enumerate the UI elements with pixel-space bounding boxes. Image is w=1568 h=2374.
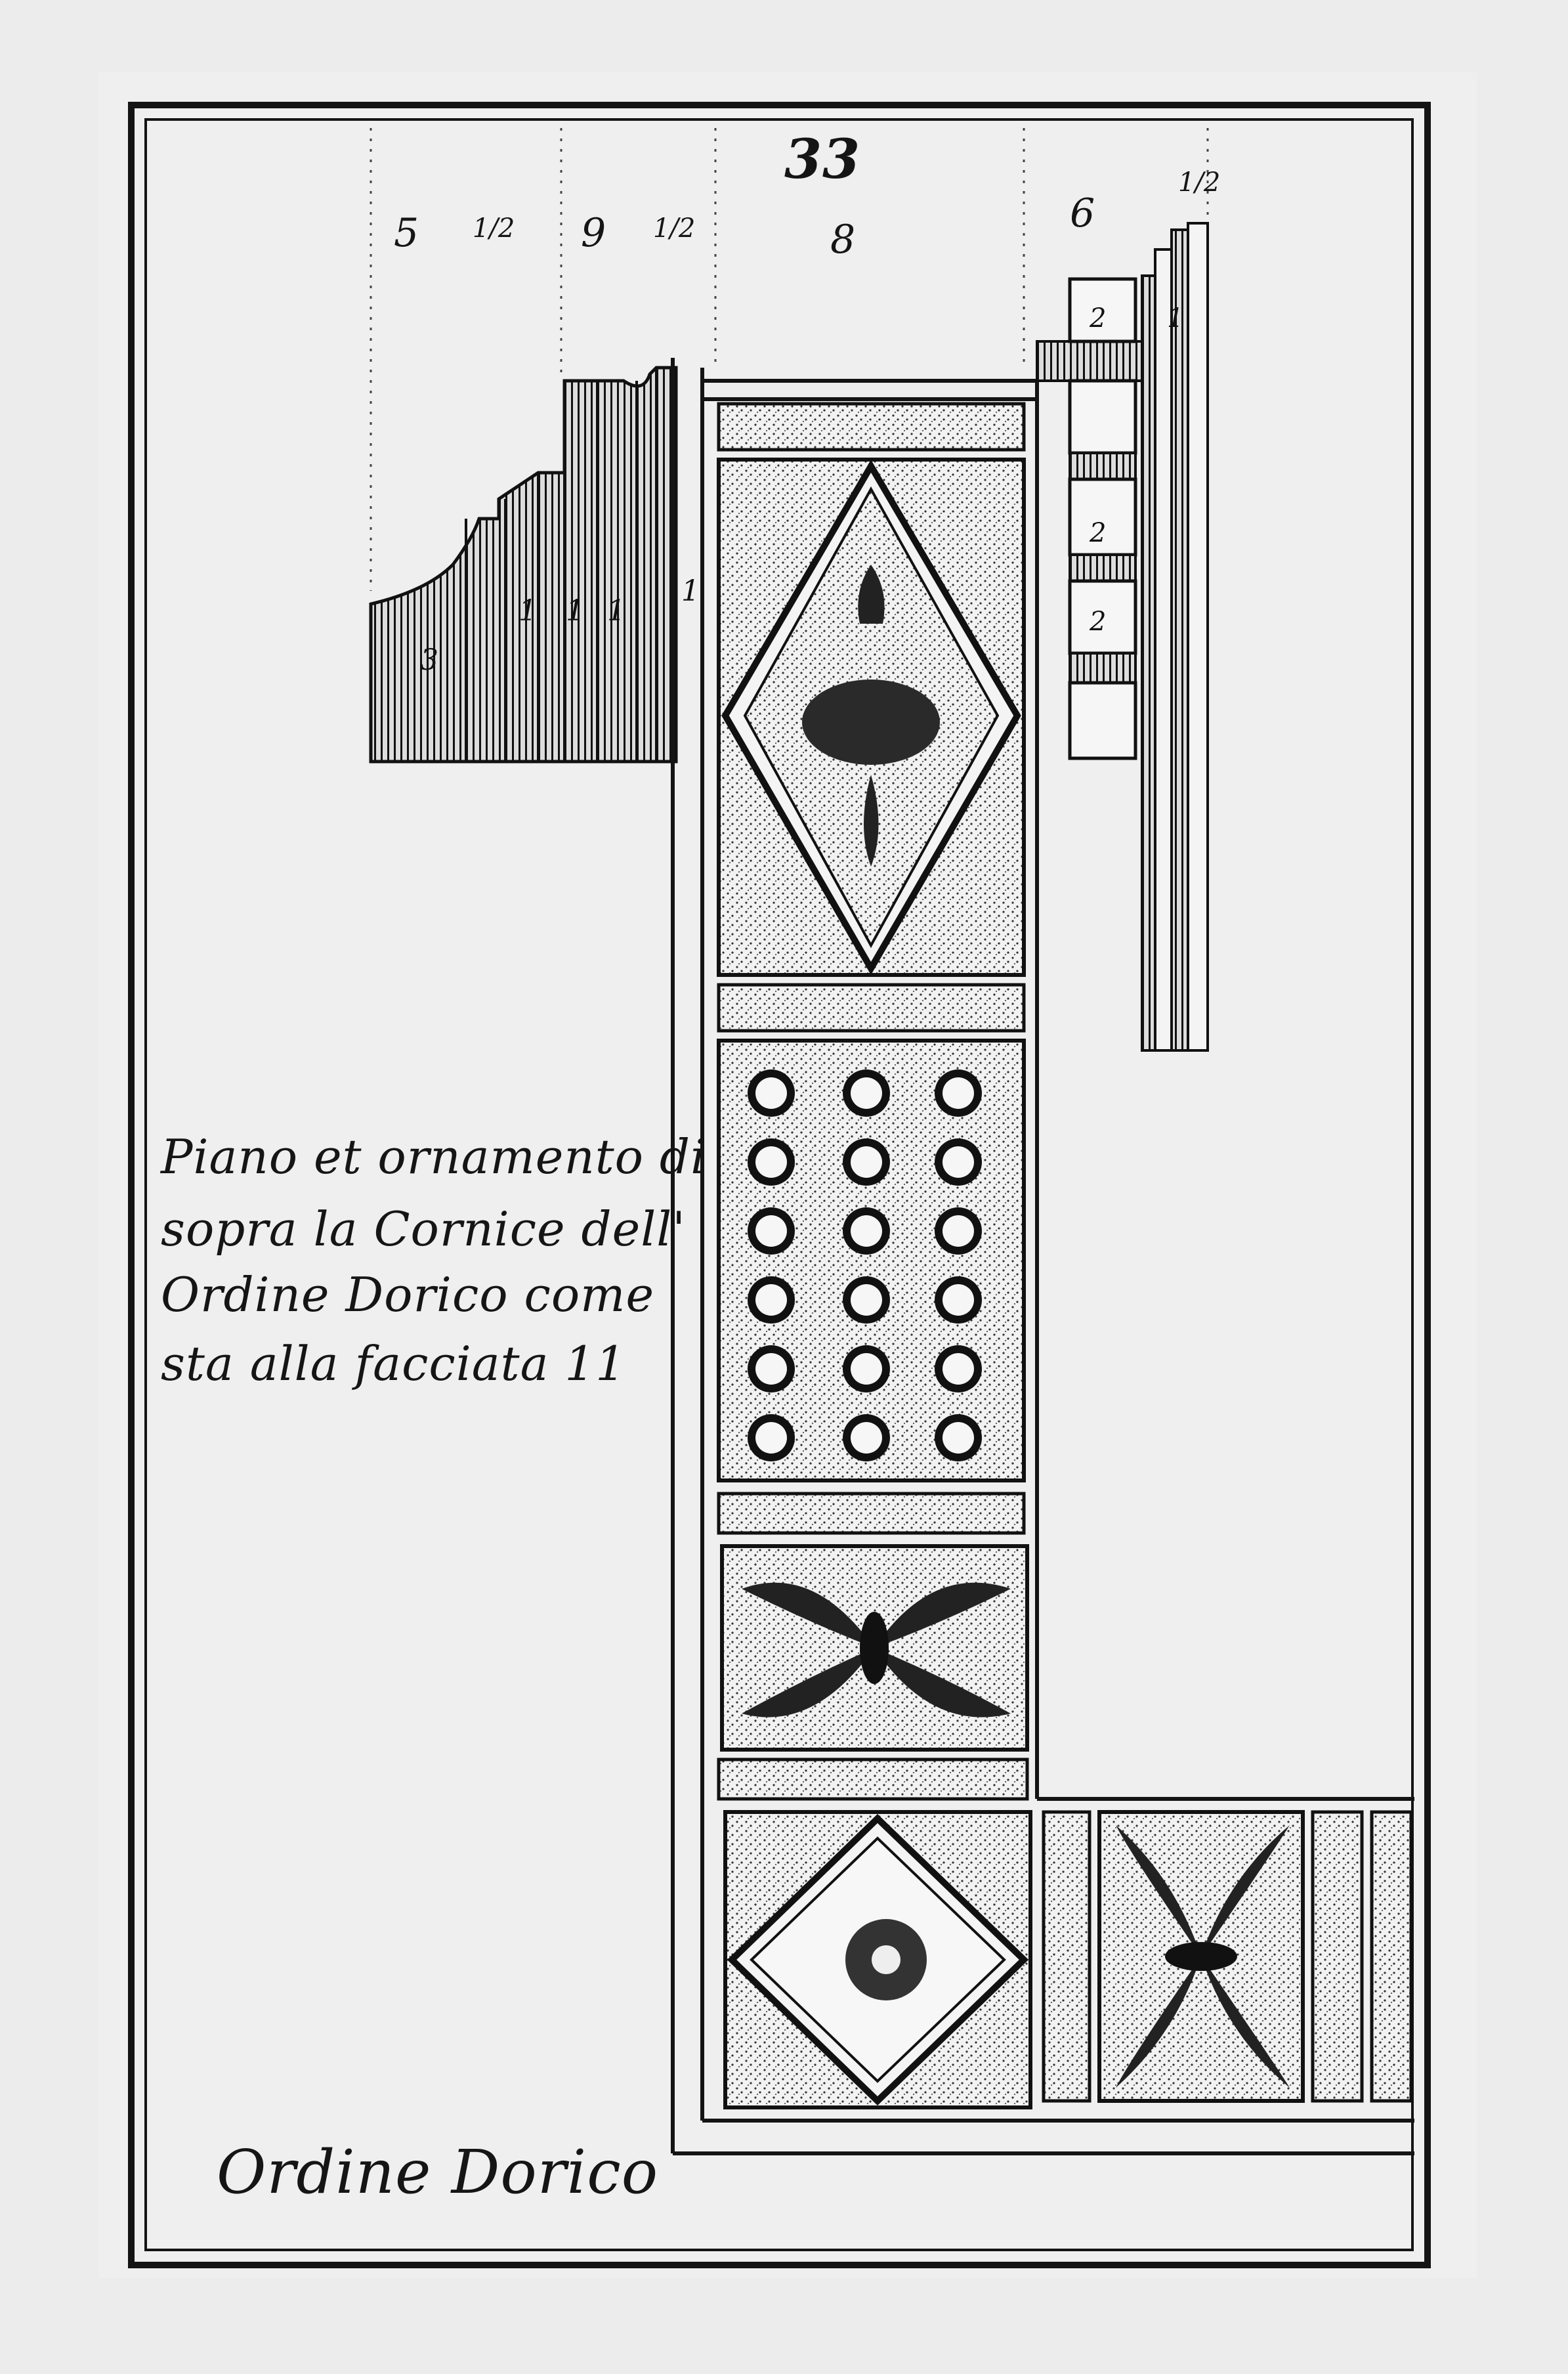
dimension-9: 9 <box>581 210 606 256</box>
soffit-frame <box>671 358 1414 2155</box>
dimension-half: 1/2 <box>653 213 696 244</box>
caption-line: sta alla facciata 11 <box>161 1336 627 1391</box>
band-1 <box>717 402 1026 452</box>
dimension-8: 8 <box>830 217 856 263</box>
roundel-center <box>755 1422 787 1454</box>
band-4 <box>717 1758 1029 1801</box>
construction-guides <box>370 128 1209 591</box>
dentil-label: 1 <box>1167 303 1183 334</box>
panel-acanthus-leaf <box>720 1544 1029 1752</box>
roundel-center <box>851 1353 882 1385</box>
profile-label: 1 <box>519 594 537 628</box>
roundel-center <box>851 1077 882 1109</box>
dimension-6: 6 <box>1070 190 1095 236</box>
roundel-center <box>851 1422 882 1454</box>
roundel-center <box>943 1353 974 1385</box>
profile-label: 3 <box>420 643 438 677</box>
roundel-center <box>943 1146 974 1178</box>
dentil-labels: 2 2 2 1 <box>1089 303 1183 637</box>
return-panels <box>1042 1810 1413 2103</box>
profile-label: 1 <box>566 594 584 628</box>
panel-lozenge-rosette <box>723 1810 1032 2109</box>
roundel-center <box>755 1353 787 1385</box>
dentil-label: 2 <box>1089 303 1106 334</box>
dentil-label: 2 <box>1089 607 1106 637</box>
dimension-5: 5 <box>394 210 419 256</box>
page-number: 33 <box>784 128 861 191</box>
roundel-center <box>755 1284 787 1316</box>
inner-border <box>144 118 1414 2251</box>
dimension-half: 1/2 <box>473 213 515 244</box>
caption-line: sopra la Cornice dell' <box>161 1201 687 1257</box>
dimension-half: 1/2 <box>1178 167 1221 198</box>
panel-roundels <box>717 1039 1026 1482</box>
panel-lozenge-fleur-de-lis <box>717 458 1026 977</box>
roundel-center <box>943 1284 974 1316</box>
outer-border <box>128 102 1431 2268</box>
profile-labels: 3 1 1 1 1 <box>420 574 700 677</box>
roundel-center <box>943 1077 974 1109</box>
roundel-center <box>943 1422 974 1454</box>
dentil-label: 2 <box>1089 518 1106 548</box>
cornice-profile <box>369 366 678 764</box>
band-3 <box>717 1492 1026 1535</box>
roundel-center <box>851 1284 882 1316</box>
caption-line: Piano et ornamento di <box>161 1129 707 1184</box>
band-2 <box>717 983 1026 1033</box>
roundel-center <box>755 1215 787 1247</box>
roundel-center <box>943 1215 974 1247</box>
plate-title: Ordine Dorico <box>217 2137 659 2207</box>
roundel-center <box>851 1146 882 1178</box>
profile-label: 1 <box>681 574 700 608</box>
caption-line: Ordine Dorico come <box>161 1267 655 1322</box>
roundel-center <box>755 1146 787 1178</box>
roundel-center <box>755 1077 787 1109</box>
dentil-profile <box>1036 222 1209 1052</box>
roundel-center <box>851 1215 882 1247</box>
profile-label: 1 <box>607 594 625 628</box>
